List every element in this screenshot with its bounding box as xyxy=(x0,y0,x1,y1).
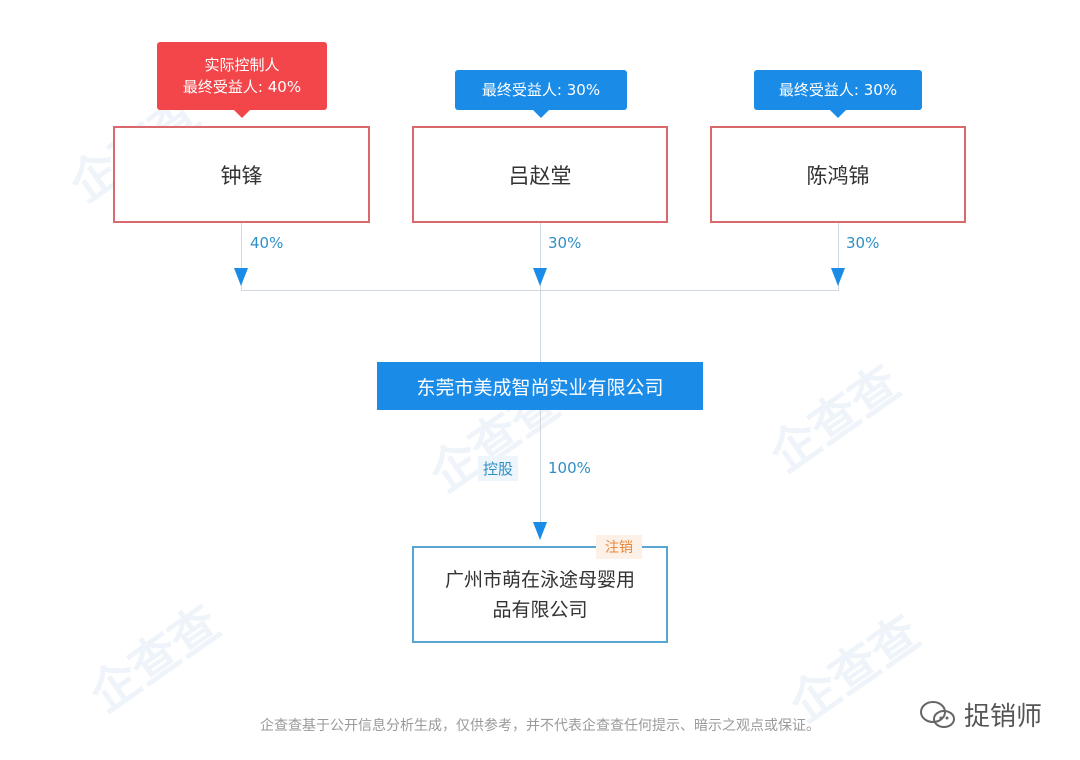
arrow-down-icon xyxy=(831,268,845,286)
arrow-down-icon xyxy=(533,522,547,540)
share-label: 30% xyxy=(548,234,582,252)
watermark-text: 捉销师 xyxy=(964,702,1043,732)
background-watermark: 企查查 xyxy=(79,594,230,724)
controller-tag: 实际控制人 最终受益人: 40% xyxy=(157,42,327,118)
arrow-down-icon xyxy=(234,268,248,286)
connector-line xyxy=(241,290,839,291)
company-name: 广州市萌在泳途母婴用 xyxy=(444,568,635,591)
relation-label: 控股 xyxy=(478,456,519,481)
disclaimer-text: 企查查基于公开信息分析生成，仅供参考，并不代表企查查任何提示、暗示之观点或保证。 xyxy=(260,718,820,734)
share-label: 40% xyxy=(250,234,284,252)
status-badge: 注销 xyxy=(596,535,642,559)
background-watermark: 企查查 xyxy=(759,354,910,484)
owner-name: 吕赵堂 xyxy=(508,163,572,188)
tag-line: 最终受益人: 30% xyxy=(778,81,898,99)
parent-company-node[interactable]: 东莞市美成智尚实业有限公司 xyxy=(377,362,703,410)
owner-name: 陈鸿锦 xyxy=(806,163,870,188)
wechat-icon xyxy=(920,700,955,728)
wechat-watermark: 捉销师 xyxy=(918,696,1042,733)
company-name: 东莞市美成智尚实业有限公司 xyxy=(416,376,664,399)
owner-node[interactable]: 陈鸿锦 xyxy=(710,126,966,223)
beneficiary-tag: 最终受益人: 30% xyxy=(455,70,627,118)
connector-line xyxy=(540,223,541,363)
connector-line xyxy=(241,223,242,290)
company-name: 品有限公司 xyxy=(492,598,588,621)
owner-name: 钟锋 xyxy=(220,163,263,188)
tag-line: 最终受益人: 30% xyxy=(481,81,601,99)
beneficiary-tag: 最终受益人: 30% xyxy=(754,70,922,118)
tag-line: 实际控制人 xyxy=(204,56,280,74)
connector-line xyxy=(540,410,541,530)
share-label: 30% xyxy=(846,234,880,252)
subsidiary-node[interactable]: 广州市萌在泳途母婴用 品有限公司 xyxy=(412,546,668,643)
background-watermark: 企查查 xyxy=(779,604,930,734)
connector-line xyxy=(838,223,839,290)
tag-line: 最终受益人: 40% xyxy=(182,78,302,96)
arrow-down-icon xyxy=(533,268,547,286)
owner-node[interactable]: 吕赵堂 xyxy=(412,126,668,223)
owner-node[interactable]: 钟锋 xyxy=(113,126,370,223)
share-label: 100% xyxy=(548,459,591,477)
